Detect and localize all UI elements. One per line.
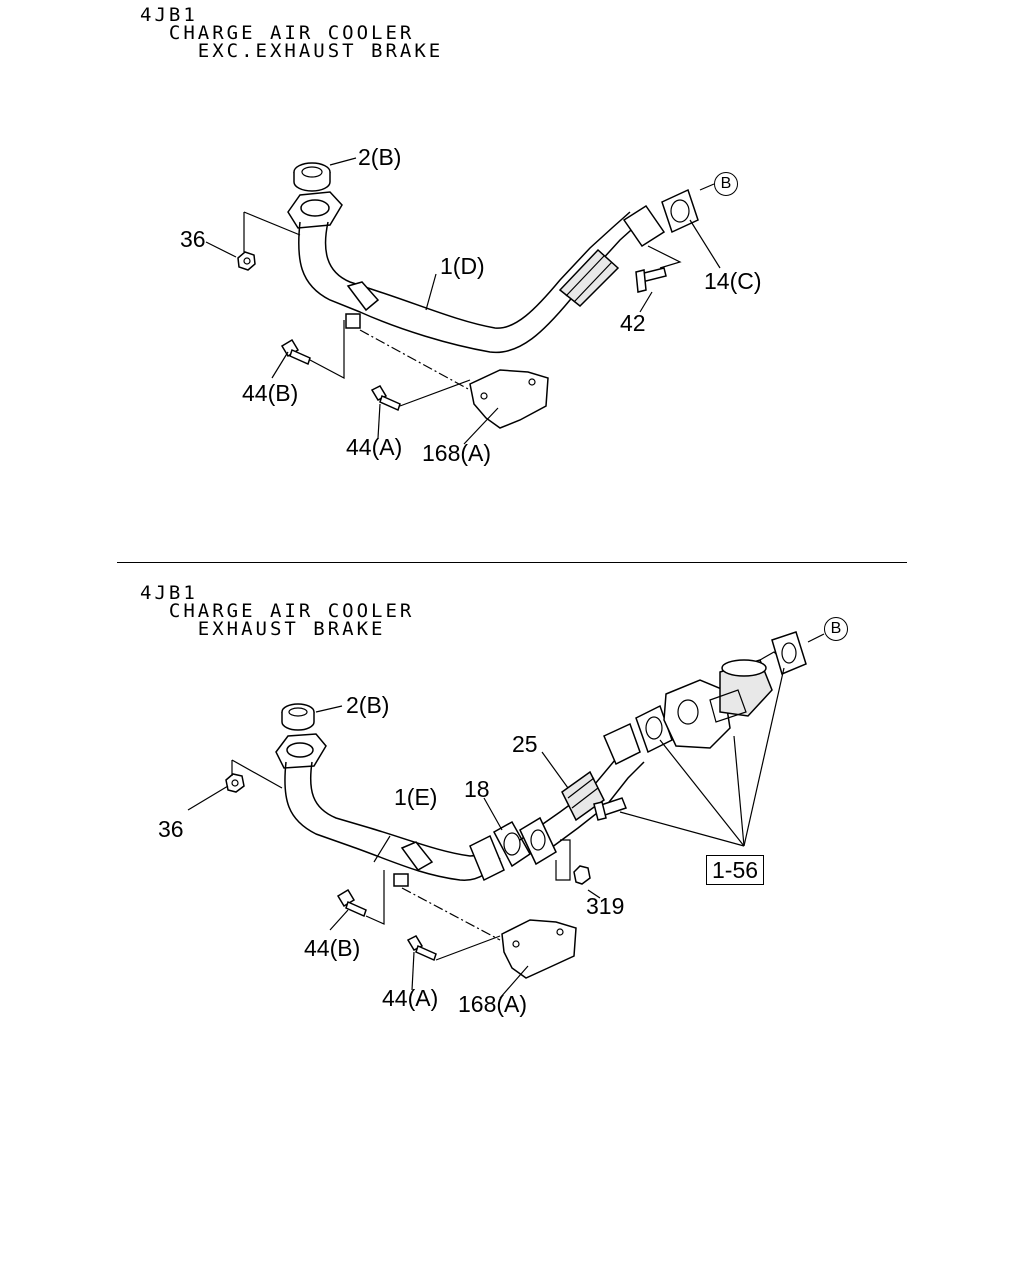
gasket-18-part: [492, 820, 531, 868]
label-2b: 2(B): [346, 692, 390, 718]
diagram-1-drawing: [205, 157, 721, 445]
reference-b-circle: B: [714, 172, 738, 196]
diagram-1-header-line-3: EXC.EXHAUST BRAKE: [140, 40, 444, 62]
bolt-42-part: [635, 267, 667, 293]
label-2b: 2(B): [358, 144, 402, 170]
diagram-1-header-line-1: 4JB1: [140, 4, 198, 26]
reference-b-circle: B: [824, 617, 848, 641]
label-44a: 44(A): [346, 434, 403, 460]
label-25: 25: [512, 731, 538, 757]
gasket-14c-part: [661, 188, 699, 234]
bracket-168a-part: [469, 369, 549, 429]
label-36: 36: [180, 226, 206, 252]
outlet-flange: [603, 722, 641, 766]
pipe-clamp: [346, 281, 380, 312]
label-42: 42: [620, 310, 646, 336]
label-1e: 1(E): [394, 784, 438, 810]
exhaust-brake-assembly-part: [663, 651, 781, 749]
front-pipe-1e: [284, 761, 501, 881]
label-168a: 168(A): [458, 991, 528, 1017]
label-44b: 44(B): [304, 935, 361, 961]
diagram-1-header-line-2: CHARGE AIR COOLER: [140, 22, 415, 44]
nut-36-part: [237, 251, 256, 271]
label-319: 319: [586, 893, 625, 919]
reference-box-1-56: 1-56: [706, 855, 765, 885]
bolt-25-part: [593, 797, 627, 821]
flex-section: [558, 248, 620, 308]
label-44a: 44(A): [382, 985, 439, 1011]
nut-36-part: [225, 773, 245, 793]
diagram-2-header-line-3: EXHAUST BRAKE: [140, 618, 386, 640]
label-44b: 44(B): [242, 380, 299, 406]
label-36: 36: [158, 816, 184, 842]
diagram-2-header-line-1: 4JB1: [140, 582, 198, 604]
grommet-2b-part: [281, 703, 315, 731]
label-1d: 1(D): [440, 253, 485, 279]
bolt-44b-part: [336, 888, 367, 918]
label-14c: 14(C): [704, 268, 762, 294]
label-168a: 168(A): [422, 440, 492, 466]
gasket-b-part: [771, 631, 807, 676]
gasket-part: [635, 704, 673, 754]
front-pipe-1d: [297, 221, 641, 354]
pipe-clamp: [400, 841, 434, 871]
nut-319-part: [573, 865, 591, 885]
section-divider: [117, 562, 907, 563]
bolt-44a-part: [370, 385, 401, 412]
label-18: 18: [464, 776, 490, 802]
outlet-flange: [622, 204, 666, 248]
grommet-2b-part: [293, 162, 331, 192]
bracket-168a-part: [501, 919, 577, 979]
bolt-44b-part: [280, 338, 311, 366]
pipe-end-flange: [469, 834, 505, 882]
diagram-2-header-line-2: CHARGE AIR COOLER: [140, 600, 415, 622]
bolt-44a-part: [406, 935, 437, 962]
